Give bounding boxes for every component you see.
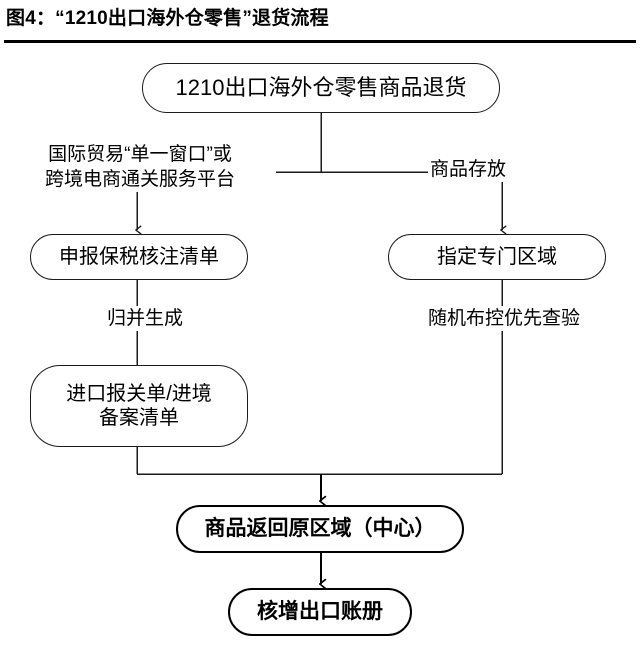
node-customs-label: 进口报关单/进境 备案清单 bbox=[66, 382, 212, 429]
node-ledger-label: 核增出口账册 bbox=[257, 600, 383, 624]
node-top-label: 1210出口海外仓零售商品退货 bbox=[175, 74, 467, 100]
node-designated-zone: 指定专门区域 bbox=[388, 234, 606, 280]
node-goods-return-zone: 商品返回原区域（中心） bbox=[176, 505, 464, 553]
node-declare-label: 申报保税核注清单 bbox=[59, 245, 219, 268]
title-divider-rule bbox=[4, 40, 636, 43]
node-zone-label: 指定专门区域 bbox=[437, 245, 557, 268]
edge-label-platform: 国际贸易“单一窗口”或 跨境电商通关服务平台 bbox=[4, 142, 276, 192]
edge-label-storage: 商品存放 bbox=[428, 157, 570, 182]
edge-label-random: 随机布控优先查验 bbox=[396, 306, 612, 331]
node-retail-return-origin: 1210出口海外仓零售商品退货 bbox=[142, 63, 500, 113]
edge-label-merge: 归并生成 bbox=[80, 306, 210, 331]
node-return-label: 商品返回原区域（中心） bbox=[204, 517, 436, 541]
node-import-declaration: 进口报关单/进境 备案清单 bbox=[30, 365, 248, 447]
node-export-ledger-increase: 核增出口账册 bbox=[228, 588, 412, 636]
figure-title: 图4：“1210出口海外仓零售”退货流程 bbox=[6, 8, 329, 29]
node-declare-bonded-list: 申报保税核注清单 bbox=[30, 234, 248, 280]
